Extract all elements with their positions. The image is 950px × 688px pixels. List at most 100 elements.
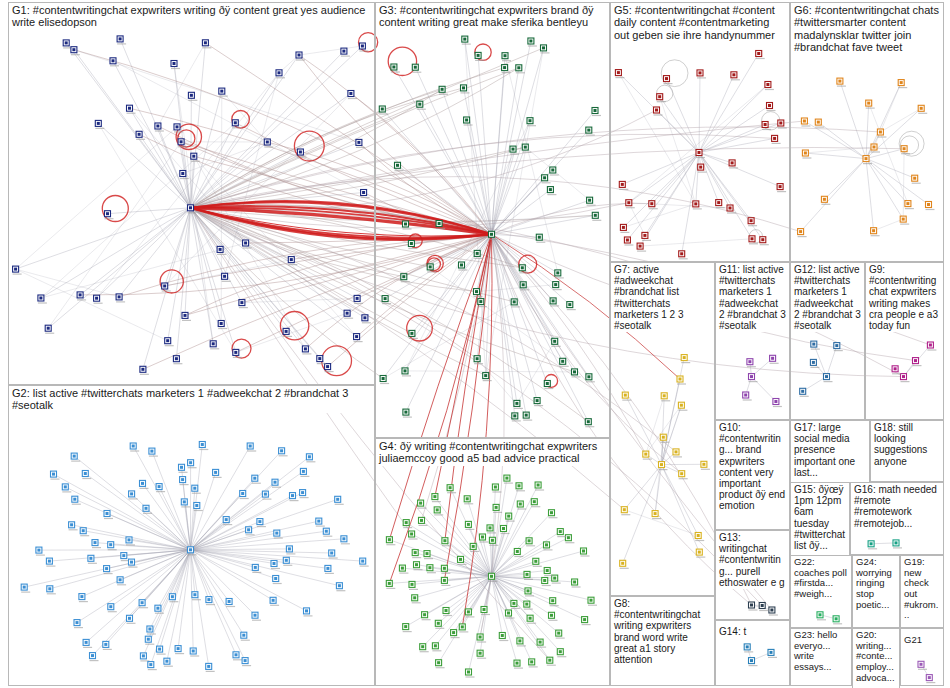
- vertex-shadow: [524, 608, 533, 609]
- vertex-shadow: [837, 85, 846, 86]
- vertex-icon: [511, 600, 517, 606]
- vertex-core: [384, 297, 387, 300]
- vertex-core: [128, 617, 131, 620]
- vertex-icon: [74, 620, 80, 626]
- vertex-shadow: [501, 533, 510, 534]
- group-label: G5: #contentwritingchat #content daily c…: [611, 3, 789, 42]
- vertex-core: [744, 394, 747, 397]
- vertex-shadow: [300, 497, 309, 498]
- vertex-shadow: [470, 551, 479, 552]
- vertex-icon: [759, 603, 765, 609]
- vertex-shadow: [402, 375, 411, 376]
- vertex-icon: [175, 646, 181, 652]
- vertex-shadow: [317, 363, 326, 364]
- vertex-shadow: [323, 536, 332, 537]
- vertex-core: [819, 613, 822, 616]
- network-edge: [450, 488, 491, 577]
- vertex-core: [445, 609, 448, 612]
- vertex-shadow: [514, 667, 523, 668]
- vertex-shadow: [192, 599, 201, 600]
- vertex-icon: [379, 106, 385, 112]
- vertex-shadow: [92, 547, 101, 548]
- vertex-shadow: [493, 512, 502, 513]
- vertex-icon: [63, 40, 69, 46]
- vertex-core: [512, 148, 515, 151]
- network-edge: [242, 234, 492, 302]
- vertex-core: [119, 37, 122, 40]
- vertex-shadow: [283, 336, 292, 337]
- vertex-shadow: [918, 113, 927, 114]
- vertex-shadow: [527, 125, 536, 126]
- vertex-shadow: [441, 573, 450, 574]
- network-edge: [50, 550, 191, 589]
- vertex-core: [920, 663, 923, 666]
- network-edge: [119, 234, 491, 297]
- network-edge: [86, 550, 190, 643]
- vertex-icon: [542, 175, 548, 181]
- vertex-icon: [223, 517, 229, 523]
- group-panel: G1: #contentwritingchat expwriters writi…: [8, 2, 375, 385]
- network-edge: [191, 550, 340, 586]
- network-edge: [389, 576, 491, 583]
- network-edge: [74, 50, 191, 208]
- network-edge: [39, 549, 191, 550]
- network-edge: [435, 576, 491, 646]
- vertex-icon: [274, 530, 280, 536]
- vertex-icon: [773, 399, 779, 405]
- vertex-icon: [145, 636, 151, 642]
- vertex-core: [750, 604, 753, 607]
- vertex-shadow: [297, 156, 306, 157]
- vertex-icon: [520, 282, 526, 288]
- vertex-shadow: [898, 87, 907, 88]
- network-edge: [438, 576, 491, 623]
- vertex-core: [193, 487, 196, 490]
- group-label: G6: #contentwritingchat chats #twittersm…: [791, 3, 943, 54]
- vertex-core: [559, 530, 562, 533]
- vertex-core: [895, 541, 898, 544]
- network-edge: [130, 108, 191, 208]
- vertex-icon: [182, 312, 188, 318]
- vertex-core: [467, 610, 470, 613]
- group-panel: G15: ðÿœÿ 1pm 12pm 6am tuesday #twitterc…: [790, 482, 850, 558]
- group-panel: G11: list active #twitterchats marketers…: [715, 262, 790, 420]
- group-panel: G8: #contentwritingchat writing expwrite…: [610, 596, 715, 686]
- vertex-icon: [356, 139, 362, 145]
- vertex-shadow: [276, 77, 285, 78]
- vertex-core: [587, 420, 590, 423]
- vertex-core: [443, 567, 446, 570]
- vertex-icon: [572, 369, 578, 375]
- vertex-core: [166, 339, 169, 342]
- vertex-core: [212, 342, 215, 345]
- vertex-core: [526, 573, 529, 576]
- vertex-core: [573, 581, 576, 584]
- vertex-core: [643, 234, 646, 237]
- vertex-core: [774, 400, 777, 403]
- vertex-icon: [660, 434, 666, 440]
- vertex-icon: [769, 607, 775, 613]
- vertex-shadow: [696, 157, 705, 158]
- vertex-icon: [304, 608, 310, 614]
- network-edge: [159, 487, 190, 550]
- vertex-shadow: [492, 491, 501, 492]
- group-panel: G14: t: [715, 620, 790, 686]
- vertex-shadow: [464, 124, 473, 125]
- vertex-core: [91, 654, 94, 657]
- vertex-shadow: [926, 682, 935, 683]
- vertex-shadow: [325, 371, 334, 372]
- vertex-icon: [749, 602, 755, 608]
- vertex-core: [404, 625, 407, 628]
- network-edge: [486, 48, 544, 376]
- vertex-core: [165, 660, 168, 663]
- network-edge: [191, 471, 304, 549]
- vertex-shadow: [693, 208, 702, 209]
- vertex-core: [258, 520, 261, 523]
- vertex-icon: [155, 123, 161, 129]
- vertex-shadow: [756, 58, 765, 59]
- vertex-icon: [36, 547, 42, 553]
- vertex-icon: [420, 644, 426, 650]
- vertex-icon: [478, 299, 484, 305]
- vertex-core: [524, 146, 527, 149]
- vertex-shadow: [283, 565, 292, 566]
- vertex-core: [699, 166, 702, 169]
- vertex-core: [418, 103, 421, 106]
